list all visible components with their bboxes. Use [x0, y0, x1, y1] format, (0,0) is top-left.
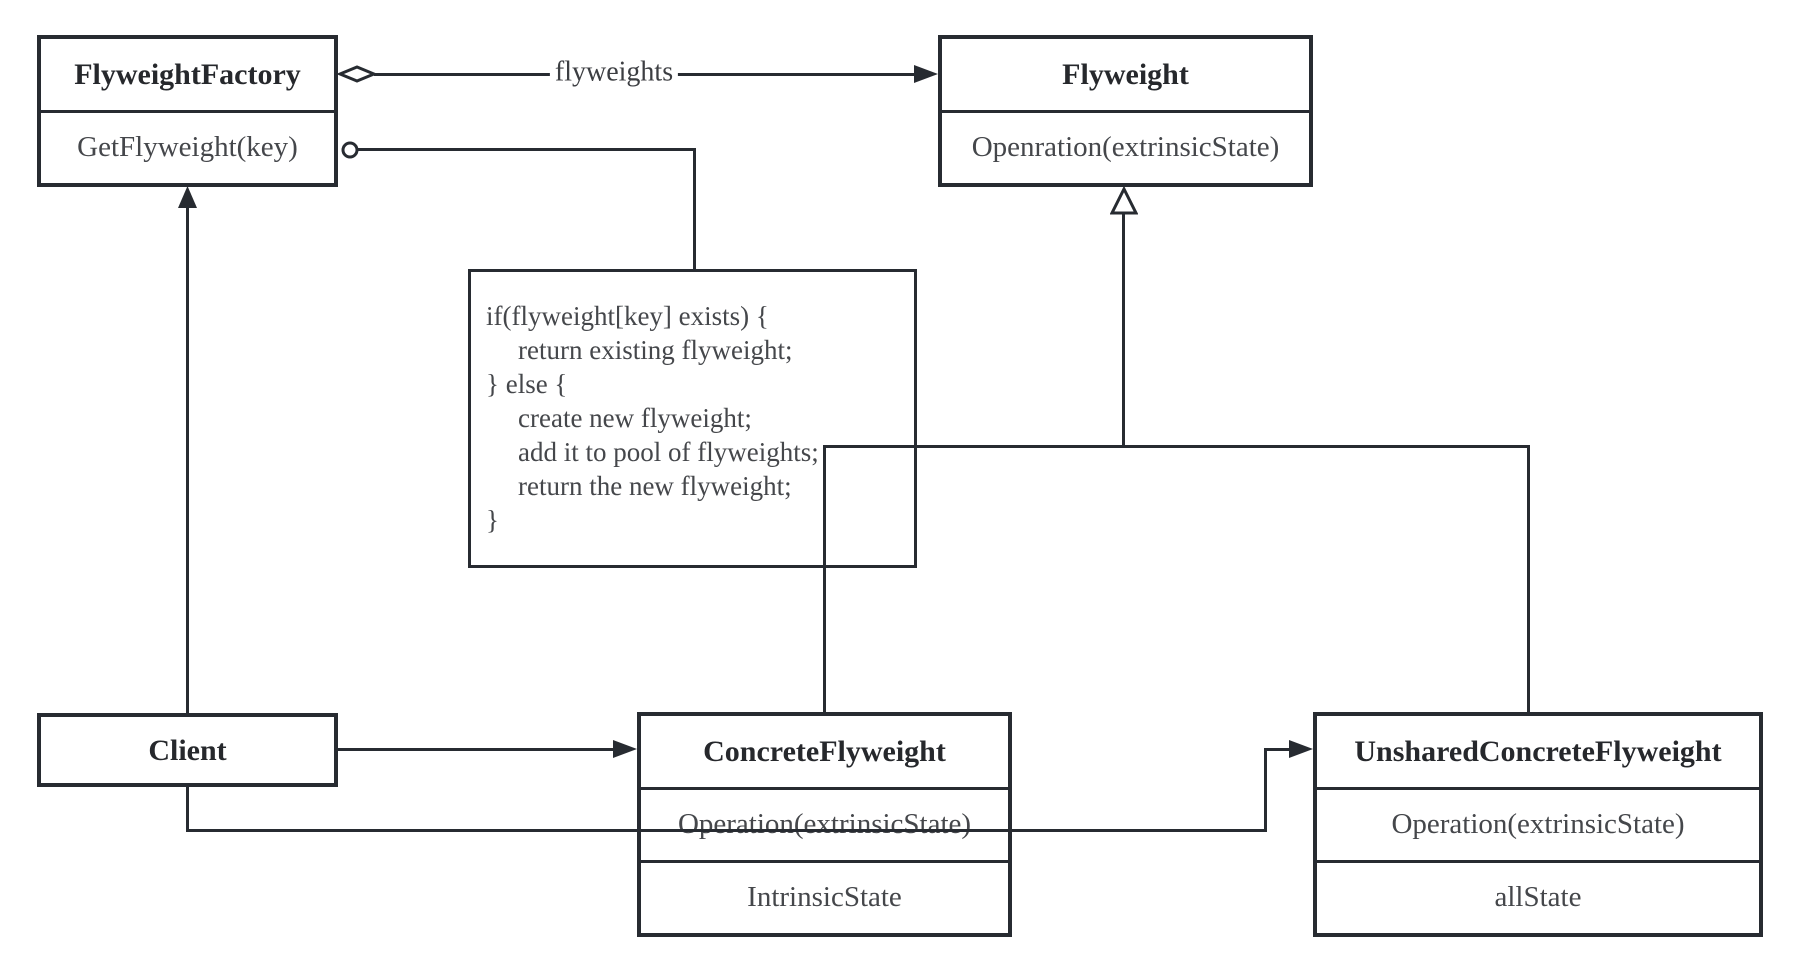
class-title: UnsharedConcreteFlyweight — [1354, 735, 1722, 768]
filled-arrowhead-right-icon — [1289, 740, 1313, 758]
code-line: return the new flyweight; — [518, 471, 792, 501]
code-line: } — [486, 505, 499, 535]
class-method: Operation(extrinsicState) — [641, 787, 1008, 860]
client-unshared-line — [186, 829, 1267, 832]
class-title: Client — [148, 733, 227, 767]
filled-arrowhead-right-icon — [613, 740, 637, 758]
note-anchor-line — [693, 150, 696, 269]
client-concrete-line — [338, 748, 618, 751]
class-attribute: allState — [1317, 860, 1759, 933]
generalization-line — [1122, 214, 1125, 447]
open-circle-icon — [340, 140, 360, 160]
class-method: Openration(extrinsicState) — [942, 110, 1309, 183]
pseudocode-note: if(flyweight[key] exists) { return exist… — [468, 269, 917, 568]
code-line: } else { — [486, 369, 568, 399]
class-flyweight: Flyweight Openration(extrinsicState) — [938, 35, 1313, 187]
class-method: GetFlyweight(key) — [41, 110, 334, 183]
class-concrete-flyweight: ConcreteFlyweight Operation(extrinsicSta… — [637, 712, 1012, 937]
client-unshared-line — [1264, 748, 1296, 751]
class-attribute: IntrinsicState — [641, 860, 1008, 933]
code-line: return existing flyweight; — [518, 335, 793, 365]
aggregation-label: flyweights — [549, 56, 679, 89]
filled-arrowhead-right-icon — [914, 65, 938, 83]
open-diamond-icon — [336, 65, 378, 83]
client-factory-line — [186, 206, 189, 713]
class-client: Client — [37, 713, 338, 787]
class-flyweight-factory: FlyweightFactory GetFlyweight(key) — [37, 35, 338, 187]
class-title: FlyweightFactory — [74, 58, 301, 91]
class-title: ConcreteFlyweight — [703, 735, 946, 768]
class-unshared-concrete-flyweight: UnsharedConcreteFlyweight Operation(extr… — [1313, 712, 1763, 937]
note-anchor-line — [357, 148, 696, 151]
code-line: create new flyweight; — [518, 403, 752, 433]
client-unshared-line — [1264, 749, 1267, 832]
client-unshared-line — [186, 787, 189, 832]
hollow-triangle-icon — [1109, 185, 1139, 215]
class-method: Operation(extrinsicState) — [1317, 787, 1759, 860]
generalization-line — [823, 445, 1530, 448]
generalization-line — [1527, 447, 1530, 712]
code-line: if(flyweight[key] exists) { — [486, 301, 769, 331]
code-line: add it to pool of flyweights; — [518, 437, 819, 467]
filled-arrowhead-up-icon — [178, 186, 197, 208]
class-title: Flyweight — [1062, 58, 1189, 91]
generalization-line — [823, 447, 826, 712]
